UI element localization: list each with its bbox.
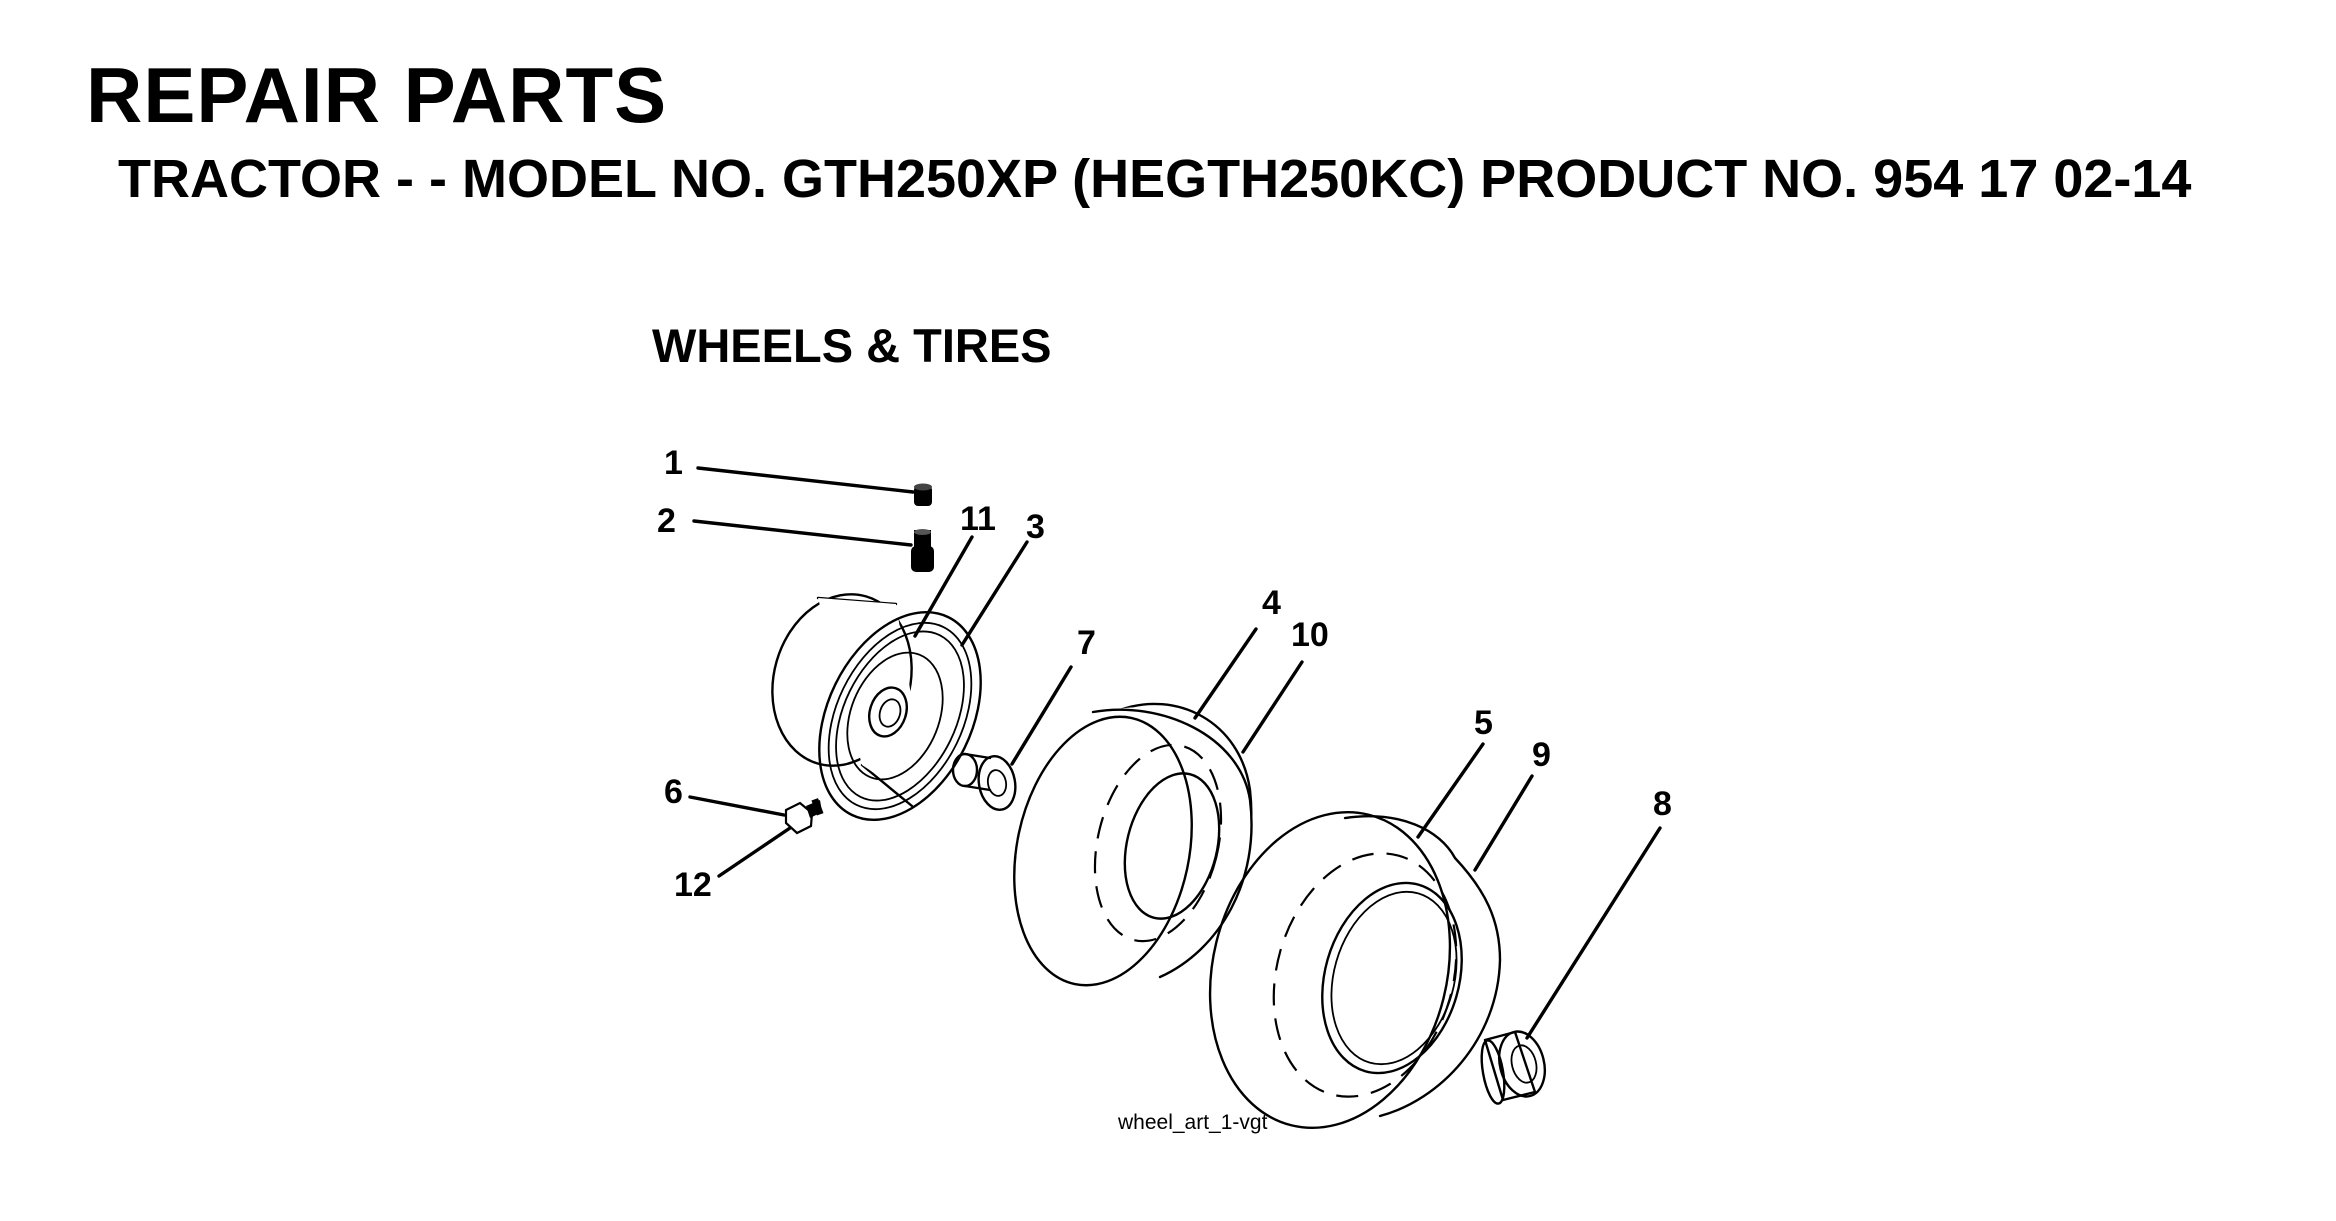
wheel-rim-part [771, 593, 982, 821]
tire-part-5 [1208, 810, 1502, 1130]
callout-6: 6 [664, 773, 683, 811]
page-subtitle: TRACTOR - - MODEL NO. GTH250XP (HEGTH250… [118, 149, 2192, 209]
callout-8: 8 [1653, 785, 1672, 823]
bearing-part [1480, 1030, 1546, 1105]
valve-cap-part [914, 483, 932, 506]
bushing-part [951, 752, 1017, 811]
valve-stem-part [911, 529, 934, 572]
callout-12: 12 [674, 866, 712, 904]
callout-7: 7 [1077, 624, 1096, 662]
page-title: REPAIR PARTS [86, 51, 668, 139]
grease-fitting-part [784, 798, 824, 835]
callout-3: 3 [1026, 508, 1045, 546]
leader-lines [688, 466, 1662, 1040]
section-title: WHEELS & TIRES [652, 319, 1052, 372]
callout-11: 11 [960, 500, 996, 538]
callout-9: 9 [1532, 736, 1551, 774]
callout-2: 2 [657, 502, 676, 540]
callout-5: 5 [1474, 704, 1493, 742]
callout-4: 4 [1262, 584, 1281, 622]
tire-part-4 [1013, 702, 1253, 987]
callout-1: 1 [664, 444, 683, 482]
callout-10: 10 [1291, 616, 1329, 654]
art-caption: wheel_art_1-vgt [1117, 1111, 1268, 1134]
